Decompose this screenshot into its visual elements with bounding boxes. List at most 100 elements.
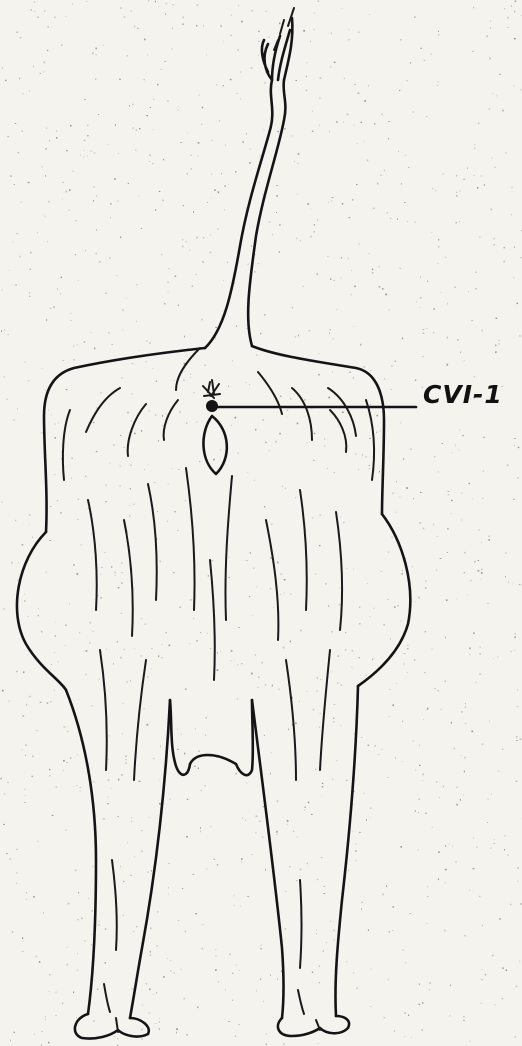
paper-speck [463,1020,465,1021]
paper-speck [168,292,169,293]
paper-speck [291,136,292,137]
paper-speck [328,202,329,203]
paper-speck [158,6,159,7]
paper-speck [362,454,363,455]
paper-speck [438,472,439,473]
paper-speck [385,294,387,296]
paper-speck [438,878,439,880]
paper-speck [359,623,360,624]
paper-speck [485,974,487,975]
paper-speck [85,250,86,251]
paper-speck [54,652,55,653]
paper-speck [370,1006,371,1007]
paper-speck [429,983,431,984]
paper-speck [262,419,264,421]
paper-speck [493,238,494,240]
paper-speck [260,155,261,157]
paper-speck [10,1040,11,1042]
paper-speck [23,671,24,673]
paper-speck [400,39,402,41]
paper-speck [327,468,328,469]
paper-speck [22,951,24,952]
paper-speck [312,131,313,132]
paper-speck [489,536,490,538]
paper-speck [438,851,439,853]
paper-speck [460,352,461,354]
paper-speck [288,729,289,731]
paper-speck [479,896,480,897]
paper-speck [100,392,102,393]
paper-speck [438,246,440,248]
paper-speck [311,209,312,210]
paper-speck [195,913,197,914]
paper-speck [460,799,461,801]
paper-speck [322,786,324,787]
paper-speck [332,779,333,781]
paper-speck [514,445,515,446]
paper-speck [363,793,364,794]
paper-speck [56,130,57,131]
paper-speck [446,364,448,366]
paper-speck [184,753,185,755]
paper-speck [8,334,9,335]
paper-speck [94,782,95,783]
paper-speck [99,679,100,680]
paper-speck [328,605,329,607]
paper-speck [329,332,330,333]
paper-speck [217,229,219,230]
paper-speck [134,26,135,27]
paper-speck [258,687,259,688]
paper-speck [141,228,142,229]
paper-speck [39,961,40,963]
paper-speck [224,41,225,42]
paper-speck [139,350,140,351]
paper-speck [225,185,226,187]
paper-speck [131,817,132,818]
paper-speck [462,492,463,493]
paper-speck [269,451,270,452]
paper-speck [389,309,390,310]
paper-speck [520,739,521,740]
paper-speck [279,433,281,435]
paper-speck [473,838,474,839]
paper-speck [49,540,51,541]
paper-speck [128,412,129,414]
paper-speck [392,537,394,538]
paper-speck [384,378,385,379]
paper-speck [422,356,423,357]
paper-speck [228,386,229,388]
paper-speck [369,438,371,439]
paper-speck [113,444,115,445]
paper-speck [173,572,174,573]
paper-speck [216,84,217,85]
paper-speck [159,191,161,192]
paper-speck [403,663,404,665]
paper-speck [259,182,260,184]
paper-speck [87,155,88,156]
paper-speck [258,54,259,55]
paper-speck [514,277,515,279]
paper-speck [331,631,333,633]
paper-speck [290,25,291,26]
paper-speck [203,261,204,263]
paper-speck [80,545,82,546]
paper-speck [422,774,424,776]
paper-speck [307,863,308,865]
paper-speck [341,278,342,279]
paper-speck [92,52,94,54]
paper-speck [246,782,247,783]
paper-speck [62,199,63,200]
paper-speck [319,545,321,546]
paper-speck [108,735,109,736]
paper-speck [474,144,475,145]
paper-speck [381,571,382,572]
paper-speck [229,577,231,578]
paper-speck [133,104,134,106]
paper-speck [4,329,5,331]
paper-speck [304,400,306,401]
paper-speck [515,1,517,2]
paper-speck [389,931,391,932]
paper-speck [372,457,373,458]
paper-speck [136,129,138,131]
paper-speck [418,849,419,850]
